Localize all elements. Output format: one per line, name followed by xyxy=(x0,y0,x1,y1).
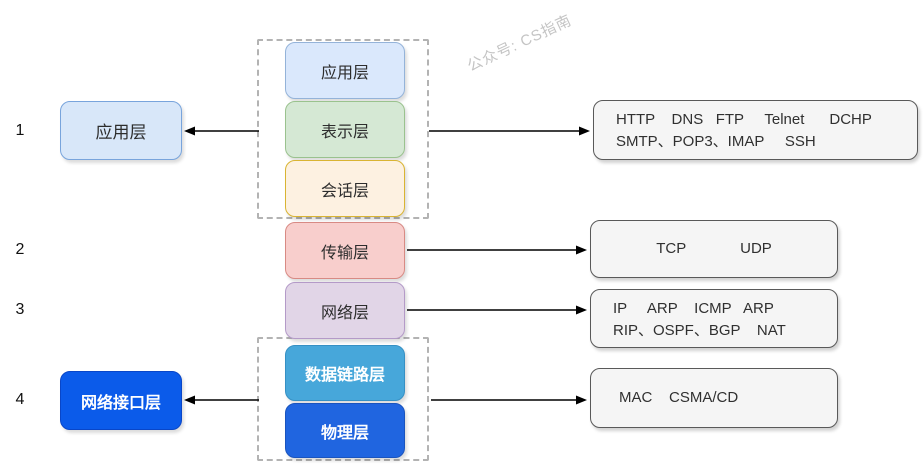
protocol-datalink-line1: MAC CSMA/CD xyxy=(619,389,739,406)
layer-number-3: 3 xyxy=(15,301,25,318)
layer-number-4: 4 xyxy=(15,391,25,408)
osi-upper-group-dashed xyxy=(257,39,429,219)
protocol-transport-line1: TCP UDP xyxy=(656,240,772,257)
osi-transport-box: 传输层 xyxy=(285,222,405,279)
osi-network-box: 网络层 xyxy=(285,282,405,339)
protocol-network-line1: IP ARP ICMP ARP xyxy=(613,300,774,317)
arrow-datalink-to-protocols xyxy=(431,395,587,405)
protocol-datalink-box: MAC CSMA/CD xyxy=(590,368,838,428)
tcpip-network-interface-box: 网络接口层 xyxy=(60,371,182,430)
protocol-transport-box: TCP UDP xyxy=(590,220,838,278)
osi-transport-label: 传输层 xyxy=(320,244,369,262)
osi-session-box: 会话层 xyxy=(285,160,405,217)
watermark-text: 公众号: CS指南 xyxy=(464,11,575,76)
arrow-network-to-protocols xyxy=(407,305,587,315)
osi-physical-box: 物理层 xyxy=(285,403,405,458)
osi-application-label: 应用层 xyxy=(320,64,369,82)
tcpip-application-box: 应用层 xyxy=(60,101,182,160)
protocol-application-box: HTTP DNS FTP Telnet DCHP SMTP、POP3、IMAP … xyxy=(593,100,918,160)
protocol-network-box: IP ARP ICMP ARP RIP、OSPF、BGP NAT xyxy=(590,289,838,348)
tcpip-network-interface-label: 网络接口层 xyxy=(80,394,161,412)
osi-application-box: 应用层 xyxy=(285,42,405,99)
osi-presentation-box: 表示层 xyxy=(285,101,405,158)
arrow-osi-to-tcpip-network-interface xyxy=(184,395,259,405)
arrow-transport-to-protocols xyxy=(407,245,587,255)
osi-datalink-box: 数据链路层 xyxy=(285,345,405,401)
arrow-osi-to-tcpip-application xyxy=(184,126,259,136)
protocol-application-line2: SMTP、POP3、IMAP SSH xyxy=(616,133,816,150)
osi-datalink-label: 数据链路层 xyxy=(304,367,385,384)
protocol-network-line2: RIP、OSPF、BGP NAT xyxy=(613,322,786,339)
arrow-application-to-protocols xyxy=(429,126,590,136)
osi-session-label: 会话层 xyxy=(320,182,369,200)
osi-physical-label: 物理层 xyxy=(320,424,369,442)
layer-number-1: 1 xyxy=(15,122,25,139)
osi-network-label: 网络层 xyxy=(320,304,369,322)
protocol-application-line1: HTTP DNS FTP Telnet DCHP xyxy=(616,111,872,128)
tcpip-application-label: 应用层 xyxy=(95,123,147,142)
layer-number-2: 2 xyxy=(15,241,25,258)
osi-presentation-label: 表示层 xyxy=(320,123,369,141)
